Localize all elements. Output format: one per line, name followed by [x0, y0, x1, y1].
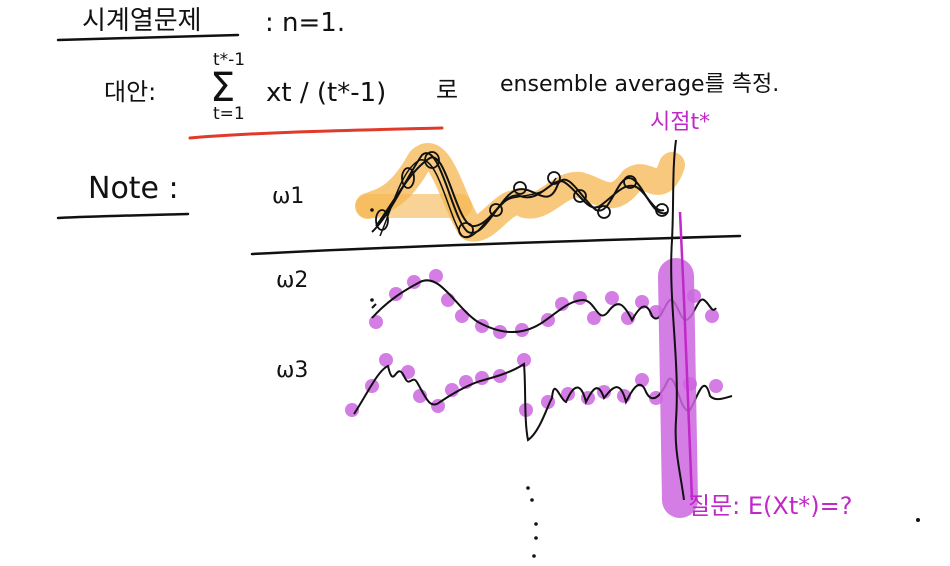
sum-upper-limit: t*-1	[213, 50, 246, 70]
separator-line	[250, 234, 742, 256]
time-black-line	[670, 139, 685, 501]
omega2-label: ω2	[276, 268, 309, 293]
red-underline	[188, 126, 444, 140]
title-underline	[56, 33, 240, 42]
ensemble-text: ensemble average를 측정.	[500, 72, 780, 97]
omega1-points	[375, 151, 669, 238]
ro-text: 로	[436, 76, 459, 104]
note-label: Note :	[88, 171, 179, 206]
time-purple-line	[678, 211, 694, 501]
time-label: 시점t*	[650, 110, 711, 135]
condition-text: : n=1.	[265, 8, 346, 38]
question-text: 질문: E(Xt*)=?	[688, 492, 853, 520]
sum-symbol: Σ	[210, 65, 236, 111]
omega3-label: ω3	[276, 358, 309, 383]
omega1-label: ω1	[272, 184, 305, 209]
note-underline	[56, 212, 190, 220]
time-highlight-band	[658, 258, 698, 518]
alternative-label: 대안:	[104, 78, 157, 106]
sum-expression: xt / (t*-1)	[266, 78, 387, 108]
omega2-points	[369, 269, 719, 339]
title-text: 시계열문제	[82, 6, 202, 36]
ellipsis-dots	[370, 208, 920, 558]
omega1-curve	[371, 152, 669, 234]
sum-lower-limit: t=1	[213, 104, 245, 124]
